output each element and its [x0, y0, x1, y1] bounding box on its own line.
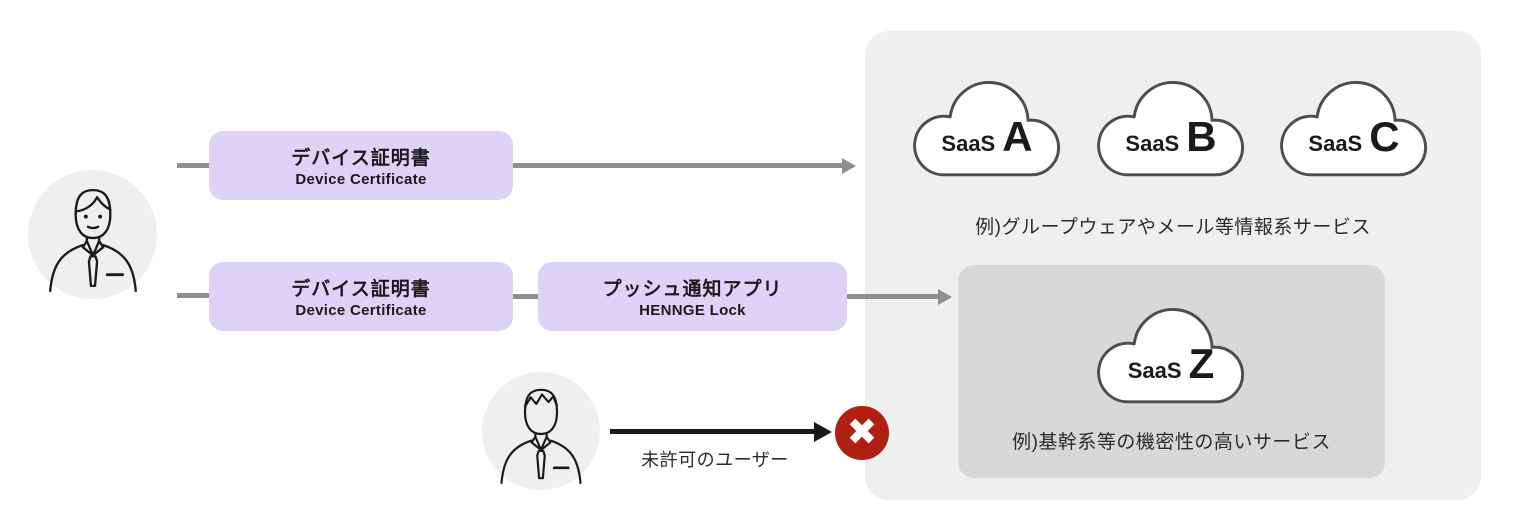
deny-badge [835, 406, 889, 460]
hennge-lock-badge: プッシュ通知アプリ HENNGE Lock [538, 262, 847, 331]
cloud-label: SaaS C [1270, 113, 1438, 173]
saas-c-cloud: SaaS C [1270, 67, 1438, 188]
row2-link-line [513, 294, 538, 299]
saas-z-cloud: SaaS Z [1087, 294, 1255, 415]
cloud-label-prefix: SaaS [1308, 131, 1363, 156]
x-mark-icon [835, 404, 889, 463]
business-person-icon [494, 383, 588, 485]
badge-title: デバイス証明書 [291, 148, 431, 169]
cloud-label-prefix: SaaS [1125, 131, 1180, 156]
row2-connector-line [177, 293, 209, 298]
cloud-label-letter: C [1369, 113, 1400, 160]
device-certificate-badge-row1: デバイス証明書 Device Certificate [209, 131, 513, 200]
saas-services-panel: SaaS A SaaS B SaaS [865, 31, 1481, 500]
secure-services-box: SaaS Z 例)基幹系等の機密性の高いサービス [958, 265, 1385, 478]
saas-b-cloud: SaaS B [1087, 67, 1255, 188]
badge-title: デバイス証明書 [291, 279, 431, 300]
unauthorized-user-avatar [482, 372, 600, 490]
badge-subtitle: Device Certificate [295, 171, 427, 188]
row2-arrow [847, 294, 939, 299]
info-services-caption: 例)グループウェアやメール等情報系サービス [975, 217, 1371, 238]
badge-subtitle: Device Certificate [295, 302, 427, 319]
cloud-label-letter: Z [1188, 340, 1215, 387]
cloud-label: SaaS Z [1087, 340, 1255, 400]
saas-a-cloud: SaaS A [903, 67, 1071, 188]
badge-subtitle: HENNGE Lock [639, 302, 746, 319]
cloud-label-letter: B [1186, 113, 1217, 160]
cloud-label-prefix: SaaS [941, 131, 996, 156]
authorized-user-avatar [28, 170, 157, 299]
unauthorized-user-label: 未許可のユーザー [641, 450, 789, 470]
secure-services-caption: 例)基幹系等の機密性の高いサービス [1012, 432, 1331, 453]
device-certificate-badge-row2: デバイス証明書 Device Certificate [209, 262, 513, 331]
badge-title: プッシュ通知アプリ [602, 279, 783, 300]
cloud-label: SaaS A [903, 113, 1071, 173]
row1-arrow [513, 163, 843, 168]
unauthorized-arrow [610, 429, 815, 434]
cloud-label-prefix: SaaS [1127, 358, 1182, 383]
business-person-icon [42, 183, 144, 293]
cloud-label-letter: A [1002, 113, 1033, 160]
row1-connector-line [177, 163, 209, 168]
cloud-label: SaaS B [1087, 113, 1255, 173]
